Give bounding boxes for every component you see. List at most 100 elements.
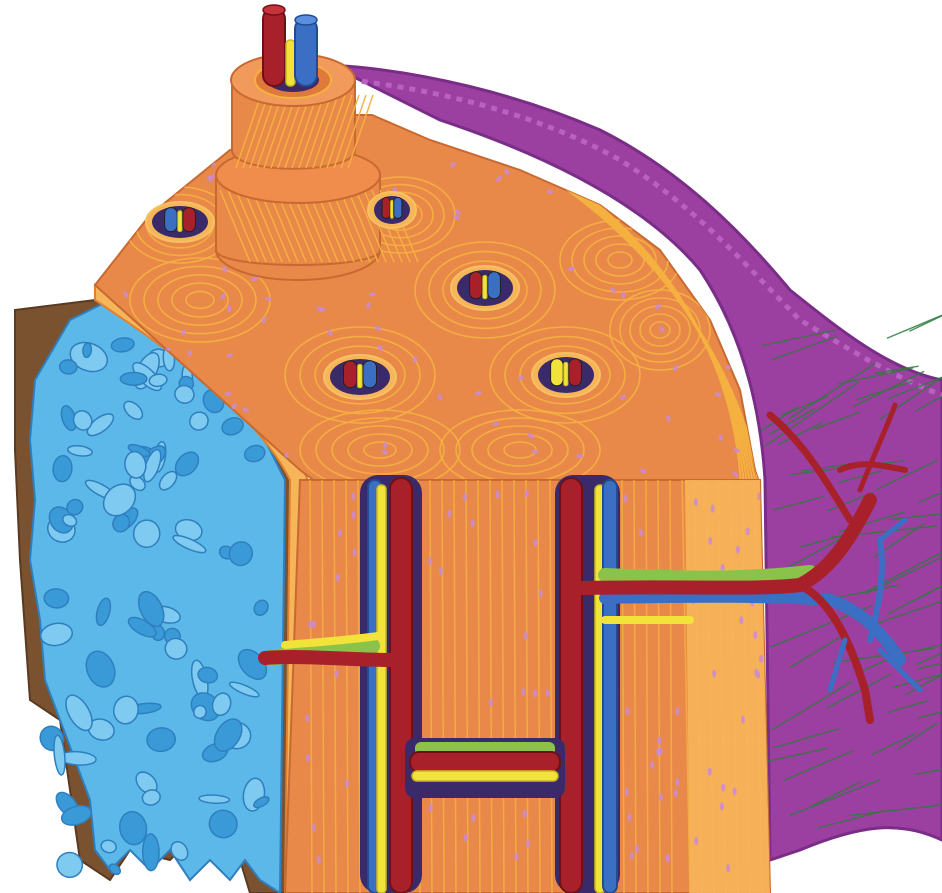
haversian-canal <box>532 353 600 397</box>
nerve-icon <box>391 200 394 218</box>
vein-icon <box>363 361 377 388</box>
osteocyte <box>149 163 157 169</box>
trabecular-space <box>59 359 77 375</box>
vein-icon <box>165 208 178 232</box>
osteocyte <box>353 548 357 556</box>
osteocyte <box>521 688 525 696</box>
osteocyte <box>694 837 698 845</box>
collagen-fiber <box>887 299 942 338</box>
osteocyte <box>471 519 475 527</box>
osteocyte <box>759 655 763 663</box>
osteocyte <box>306 754 310 762</box>
vein-icon <box>295 18 317 86</box>
nerve-icon <box>178 211 182 232</box>
osteocyte <box>625 788 629 796</box>
osteocyte <box>659 793 663 801</box>
osteocyte <box>489 698 493 706</box>
osteocyte <box>352 511 356 519</box>
vein-icon <box>488 272 501 299</box>
trabecular-space <box>120 372 147 385</box>
osteocyte <box>186 132 194 139</box>
artery-icon <box>382 197 390 218</box>
osteocyte <box>725 129 731 137</box>
osteocyte <box>711 505 715 513</box>
osteocyte <box>627 814 631 822</box>
haversian-canal <box>324 355 396 399</box>
vein-icon <box>603 480 617 893</box>
osteocyte <box>656 748 660 756</box>
osteocyte <box>336 574 340 582</box>
osteocyte <box>733 787 737 795</box>
osteocyte <box>334 670 338 678</box>
osteocyte <box>739 616 743 624</box>
nerve-icon <box>358 364 363 387</box>
nerve-icon <box>286 40 295 86</box>
osteocyte <box>197 136 205 143</box>
osteocyte <box>312 824 316 832</box>
osteocyte <box>546 689 550 697</box>
osteocyte <box>741 716 745 724</box>
artery-icon <box>390 478 412 893</box>
osteocyte <box>708 768 712 776</box>
artery-icon <box>263 8 285 86</box>
osteocyte <box>625 707 629 715</box>
compact-bone-front <box>285 480 774 893</box>
osteocyte <box>694 498 698 506</box>
osteocyte <box>639 529 643 537</box>
osteocyte <box>712 670 716 678</box>
osteocyte <box>496 491 500 499</box>
osteocyte <box>338 529 342 537</box>
artery-icon <box>470 272 483 299</box>
outer-lamellae-band <box>685 480 770 893</box>
osteocyte <box>447 510 451 518</box>
osteocyte <box>533 690 537 698</box>
nerve-icon <box>483 275 487 298</box>
osteocyte <box>525 490 529 498</box>
osteocyte <box>657 737 661 745</box>
artery-icon <box>569 359 582 386</box>
haversian-canal-right <box>555 475 620 893</box>
osteocyte <box>471 814 475 822</box>
osteocyte <box>675 707 679 715</box>
osteocyte <box>623 494 627 502</box>
osteocyte <box>429 804 433 812</box>
artery-icon <box>344 361 358 388</box>
nerve-icon <box>564 362 568 385</box>
osteocyte <box>526 840 530 848</box>
osteocyte <box>720 802 724 810</box>
osteocyte <box>736 546 740 554</box>
osteocyte <box>756 671 760 679</box>
haversian-canal <box>451 266 519 310</box>
haversian-canal-left <box>360 475 422 893</box>
osteocyte <box>351 492 355 500</box>
osteocyte <box>312 620 316 628</box>
vein-icon <box>394 197 402 218</box>
osteocyte <box>523 810 527 818</box>
osteocyte <box>635 845 639 853</box>
osteocyte <box>345 779 349 787</box>
osteocyte <box>110 160 117 168</box>
osteocyte <box>317 856 321 864</box>
osteocyte <box>539 590 543 598</box>
volkmanns-canal <box>405 738 565 798</box>
osteocyte <box>439 567 443 575</box>
trabecular-space <box>44 588 69 608</box>
osteocyte <box>308 620 312 628</box>
osteocyte <box>721 784 725 792</box>
trabecular-space <box>142 834 159 871</box>
osteocyte <box>514 853 518 861</box>
osteocyte <box>674 789 678 797</box>
nerve-icon <box>377 485 386 893</box>
osteocyte <box>746 527 750 535</box>
osteocyte <box>630 852 634 860</box>
nerve-icon <box>551 359 564 386</box>
osteocyte <box>463 493 467 501</box>
osteocyte <box>650 761 654 769</box>
osteocyte <box>644 228 651 236</box>
osteocyte <box>708 537 712 545</box>
osteocyte <box>753 631 757 639</box>
artery-icon <box>560 478 582 893</box>
osteocyte <box>464 834 468 842</box>
osteocyte <box>533 539 537 547</box>
